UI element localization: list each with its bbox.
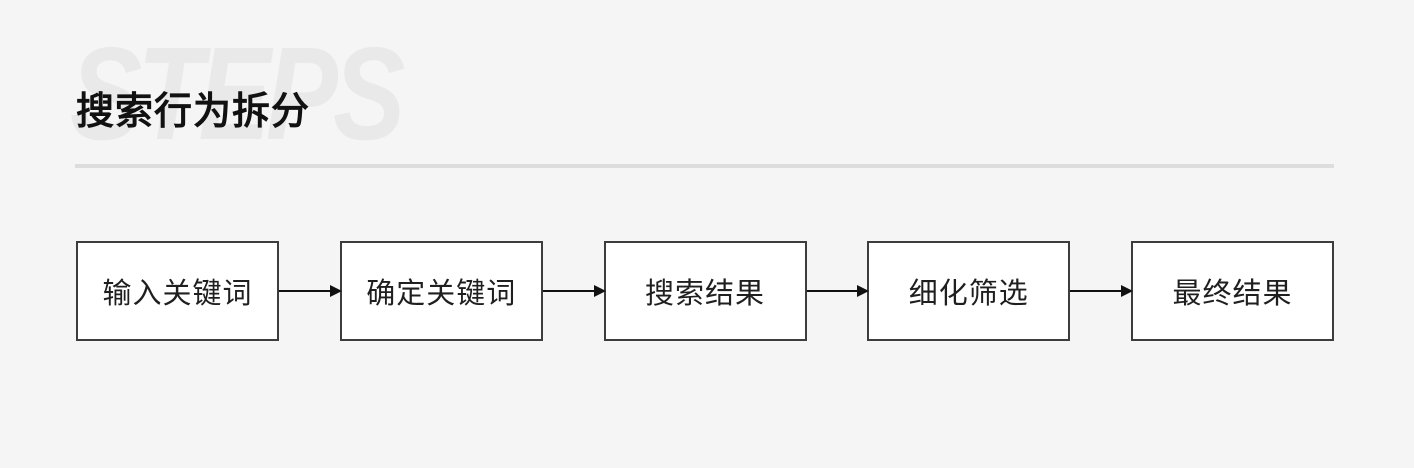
flow-step-input-keywords: 输入关键词 <box>76 241 279 341</box>
flow-step-search-results: 搜索结果 <box>603 241 807 341</box>
flow-step-final-results: 最终结果 <box>1131 241 1334 341</box>
title-divider <box>75 164 1334 168</box>
flow-diagram: 输入关键词 确定关键词 搜索结果 细化筛选 最终结果 <box>76 241 1334 341</box>
steps-watermark-text: STEPS <box>70 20 405 167</box>
arrow-line <box>806 290 868 292</box>
arrow-line <box>542 290 604 292</box>
flow-step-refine-filter: 细化筛选 <box>867 241 1071 341</box>
arrow-head <box>593 285 606 297</box>
page-title: 搜索行为拆分 <box>76 91 311 133</box>
arrow-line <box>279 290 340 292</box>
arrow-right-icon <box>806 284 870 298</box>
arrow-head <box>329 285 342 297</box>
arrow-head <box>857 285 870 297</box>
arrow-right-icon <box>279 284 342 298</box>
arrow-line <box>1070 290 1131 292</box>
flow-step-confirm-keywords: 确定关键词 <box>339 241 543 341</box>
arrow-right-icon <box>542 284 606 298</box>
arrow-right-icon <box>1070 284 1133 298</box>
arrow-head <box>1121 285 1133 297</box>
